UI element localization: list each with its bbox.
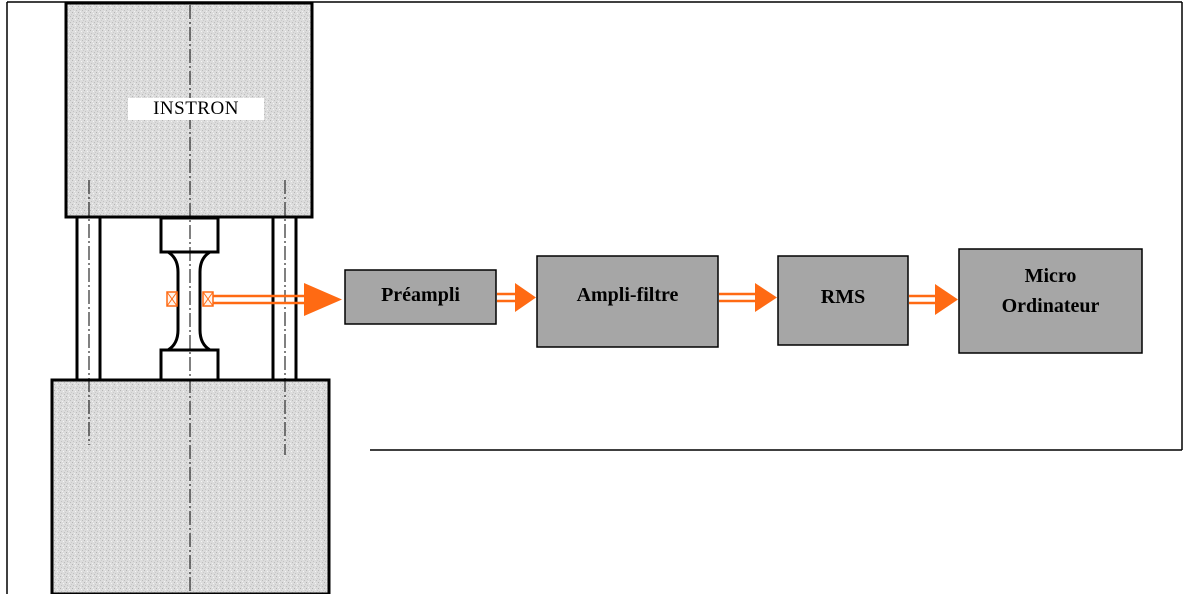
arrow-ampli-to-rms — [719, 283, 777, 312]
sensor-right-icon — [202, 291, 214, 307]
label-micro: Micro — [1024, 265, 1077, 287]
specimen — [162, 250, 216, 352]
label-preampli: Préampli — [381, 284, 460, 306]
machine-label: INSTRON — [128, 98, 264, 120]
label-ordinateur: Ordinateur — [1001, 295, 1100, 317]
sensor-left-icon — [166, 291, 178, 307]
box-preampli — [344, 269, 497, 325]
arrow-sensor-to-preampli — [213, 283, 342, 316]
arrow-rms-to-micro — [909, 284, 958, 315]
label-ampli-filtre: Ampli-filtre — [576, 284, 679, 306]
box-rms — [777, 255, 909, 346]
box-micro-ordinateur — [958, 248, 1143, 354]
box-ampli-filtre — [536, 255, 719, 348]
arrow-preampli-to-ampli — [497, 283, 536, 312]
label-rms: RMS — [820, 286, 866, 308]
